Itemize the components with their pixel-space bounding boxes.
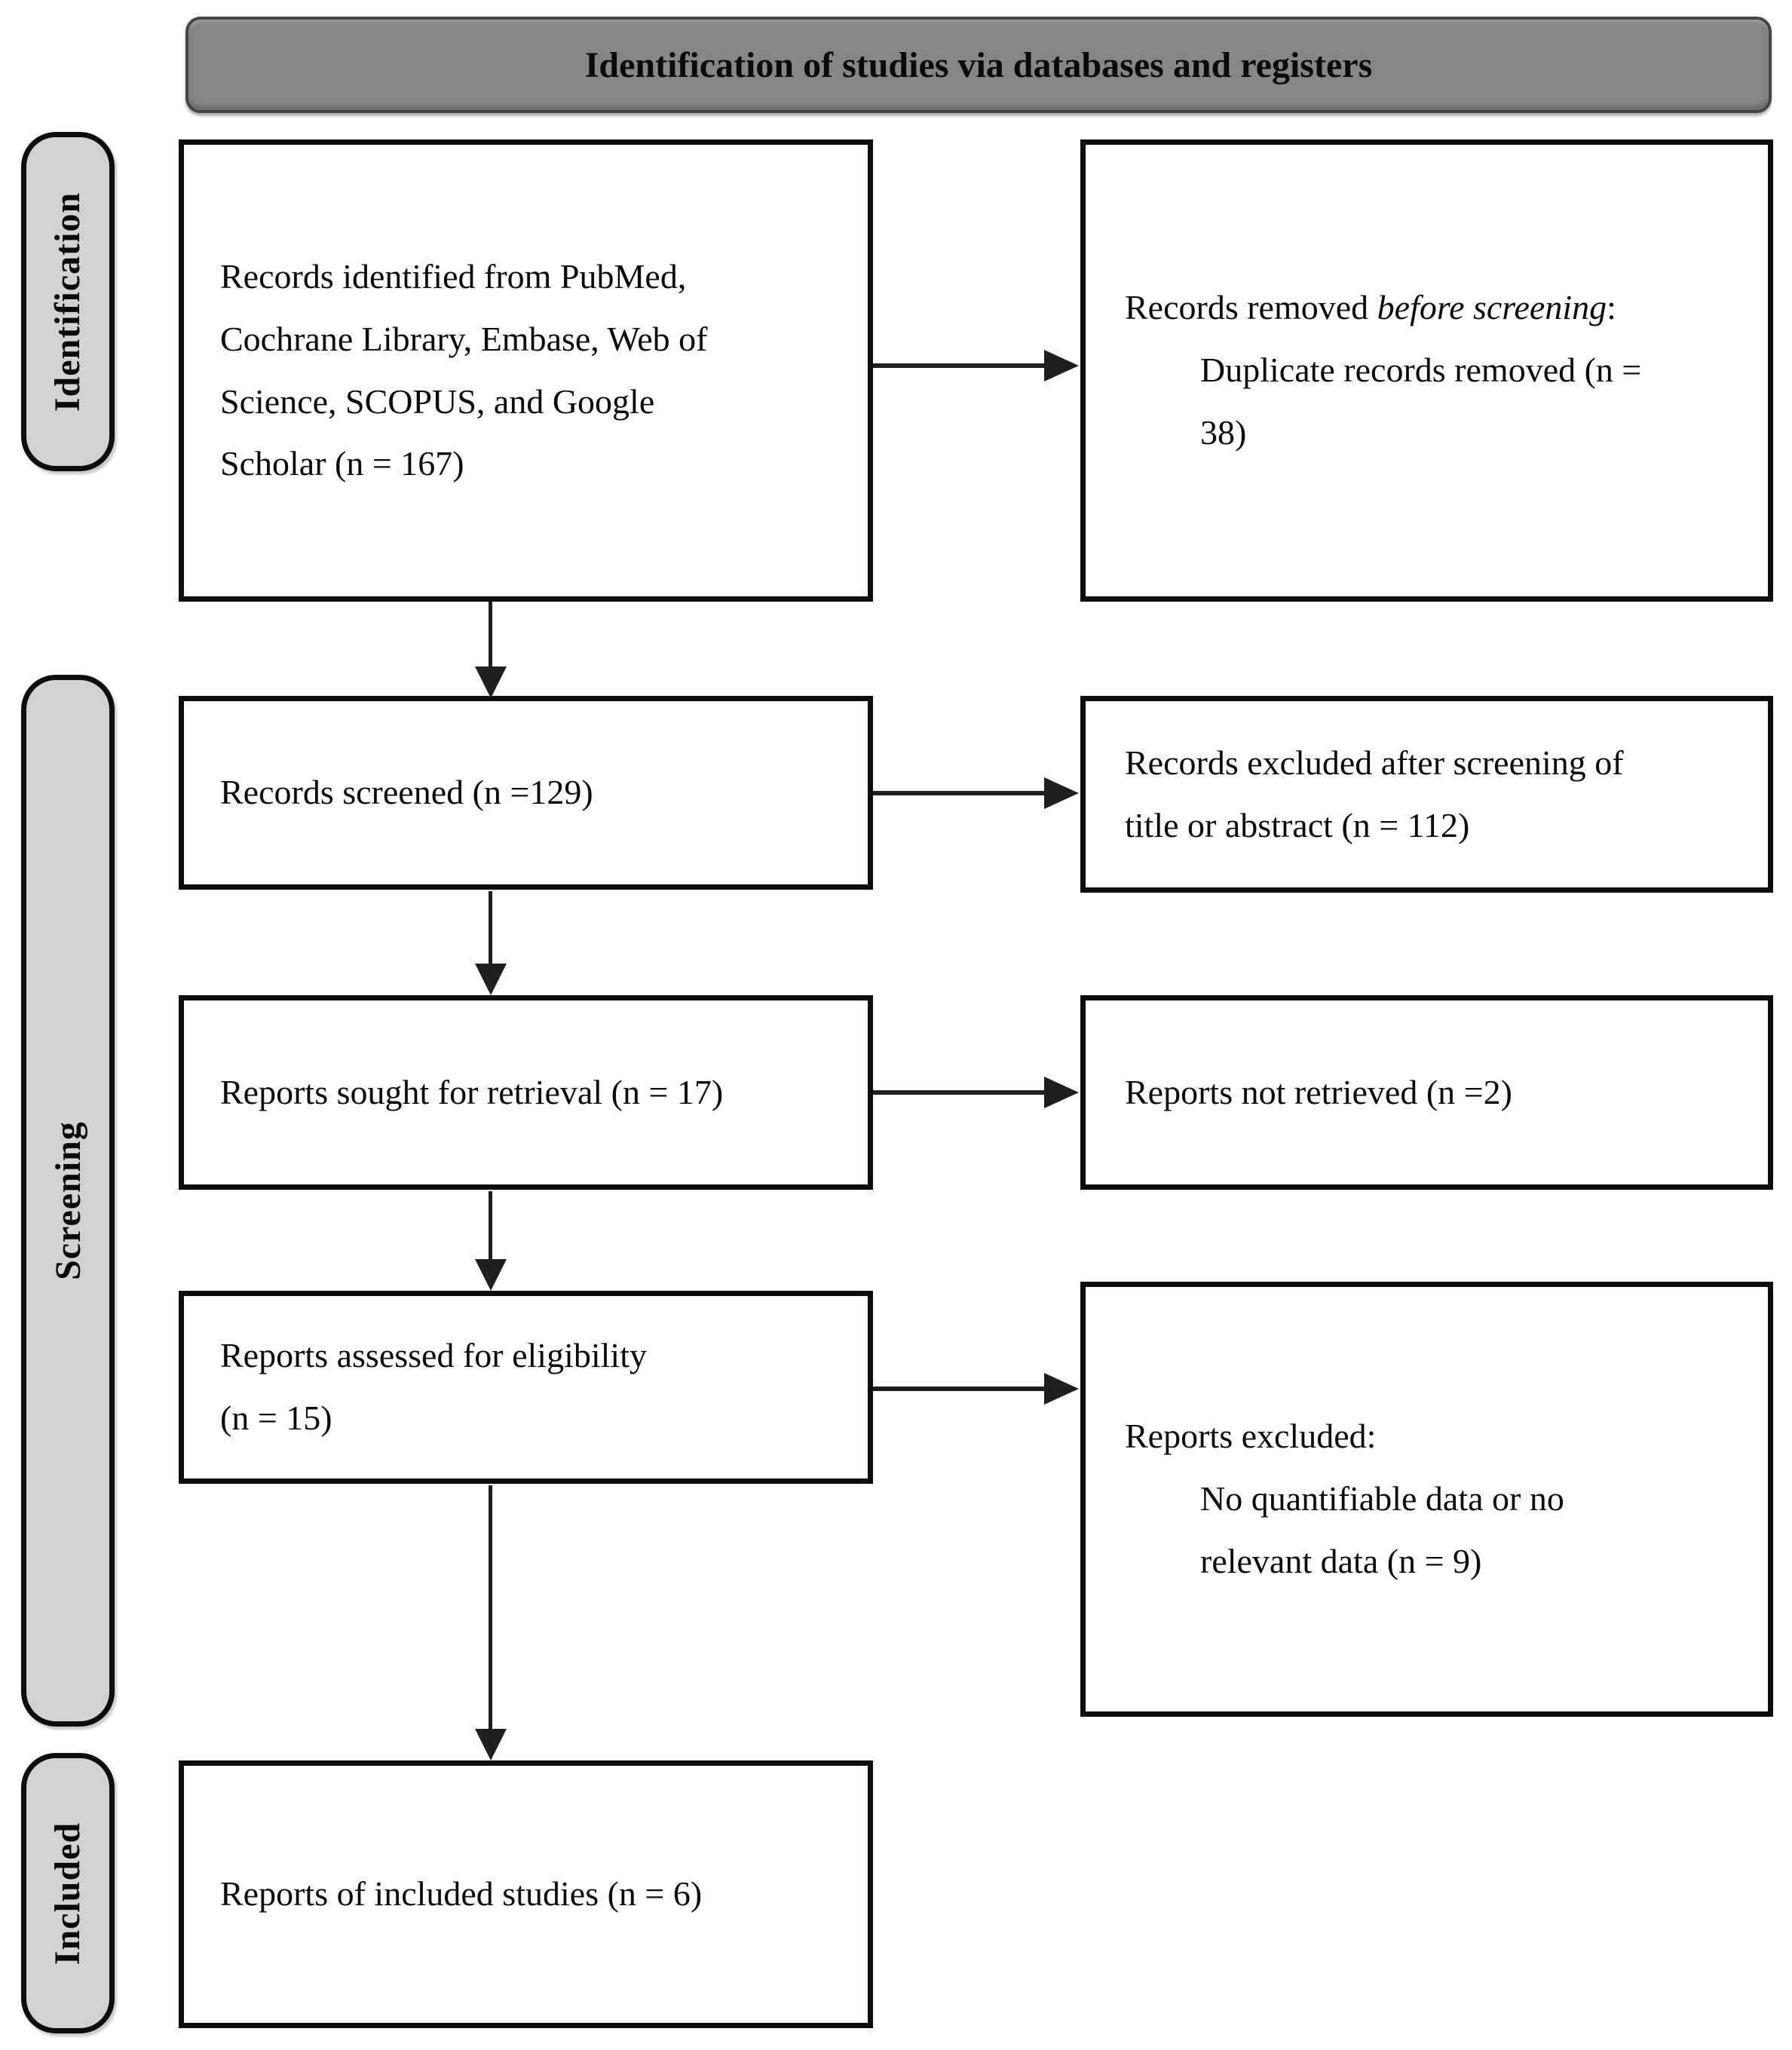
box-records-removed-text: Records removed before screening: Duplic… [1086,277,1659,464]
arrow-line [489,891,492,965]
box-records-excluded: Records excluded after screening of titl… [1080,696,1773,893]
box-records-screened-text: Records screened (n =129) [220,773,593,812]
reports-excluded-heading: Reports excluded: [1125,1417,1377,1456]
box-records-excluded-text: Records excluded after screening of titl… [1125,743,1624,844]
records-removed-prefix: Records removed [1125,288,1377,327]
arrow-line [489,602,492,671]
box-reports-sought: Reports sought for retrieval (n = 17) [179,995,873,1190]
box-reports-excluded-text: Reports excluded: No quantifiable data o… [1086,1405,1582,1592]
box-records-identified: Records identified from PubMed, Cochrane… [179,139,873,602]
arrow-down-icon [475,964,507,995]
arrow-line [489,1191,492,1261]
box-reports-assessed: Reports assessed for eligibility (n = 15… [179,1291,873,1484]
box-records-removed: Records removed before screening: Duplic… [1080,139,1773,602]
arrow-line [873,1090,1045,1095]
box-reports-included-text: Reports of included studies (n = 6) [220,1874,703,1914]
records-removed-suffix: : [1607,288,1616,327]
stage-included: Included [21,1753,115,2033]
box-records-identified-text: Records identified from PubMed, Cochrane… [220,256,708,483]
stage-identification: Identification [21,132,115,471]
arrow-right-icon [1044,1373,1079,1405]
records-removed-emphasis: before screening [1377,288,1607,327]
records-removed-heading: Records removed before screening: [1125,277,1641,339]
box-reports-sought-text: Reports sought for retrieval (n = 17) [220,1072,724,1111]
box-reports-not-retrieved-text: Reports not retrieved (n =2) [1125,1072,1512,1111]
stage-screening-label: Screening [47,1121,88,1280]
arrow-down-icon [475,666,507,698]
arrow-line [489,1485,492,1730]
arrow-right-icon [1044,777,1079,809]
arrow-right-icon [1044,350,1079,382]
box-reports-included: Reports of included studies (n = 6) [179,1760,873,2028]
arrow-down-icon [475,1259,507,1291]
arrow-line [873,363,1045,368]
arrow-line [873,1387,1045,1391]
arrow-down-icon [475,1729,507,1760]
box-reports-assessed-text: Reports assessed for eligibility (n = 15… [220,1336,647,1437]
box-records-screened: Records screened (n =129) [179,696,873,890]
reports-excluded-detail: No quantifiable data or no relevant data… [1200,1479,1564,1580]
title-banner: Identification of studies via databases … [185,17,1772,113]
arrow-line [873,791,1045,795]
box-reports-excluded: Reports excluded: No quantifiable data o… [1080,1282,1773,1717]
stage-identification-label: Identification [47,192,88,412]
title-text: Identification of studies via databases … [584,44,1373,85]
arrow-right-icon [1044,1077,1079,1108]
stage-included-label: Included [47,1822,88,1965]
records-removed-detail: Duplicate records removed (n = 38) [1200,351,1642,452]
stage-screening: Screening [21,675,115,1727]
box-reports-not-retrieved: Reports not retrieved (n =2) [1080,995,1773,1190]
